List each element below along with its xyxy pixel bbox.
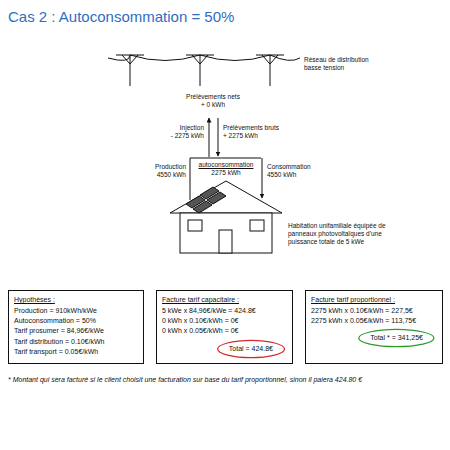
box-line: Tarif distribution = 0.10€/kWh (14, 337, 138, 347)
box-line: 2275 kWh x 0.05€/kWh = 113,75€ (311, 316, 437, 326)
box-line: Autoconsommation = 50% (14, 316, 138, 326)
total-oval: Total = 424.8€ (217, 340, 285, 358)
box-line: 5 kWe x 84,96€/kWe = 424.8€ (162, 306, 287, 316)
flow-label: Prélèvements bruts (223, 124, 303, 132)
box-line: Total = 424.8€ (229, 344, 273, 354)
box-line: 0 kWh x 0.10€/kWh = 0€ (162, 316, 287, 326)
flow-label: autoconsommation (193, 161, 259, 169)
network-label: Réseau de distribution basse tension (304, 56, 376, 72)
house (170, 181, 282, 253)
invoice-box: Facture tarif capacitaire :5 kWe x 84,96… (156, 290, 293, 364)
power-line (108, 55, 300, 86)
house-caption: Habitation unifamiliale équipée de panne… (288, 222, 408, 246)
box-heading: Facture tarif capacitaire : (162, 295, 287, 305)
oval-shape (359, 330, 434, 347)
title: Cas 2 : Autoconsommation = 50% (8, 8, 234, 27)
flow-label: Production (120, 163, 186, 171)
invoice-box: Facture tarif proportionnel :2275 kWh x … (305, 290, 443, 364)
oval-shape (217, 340, 284, 357)
box-line: Production = 910kWh/kWe (14, 306, 138, 316)
flow-label: Injection (140, 124, 204, 132)
box-line: Tarif transport = 0.05€/kWh (14, 347, 138, 357)
flow-label: Consommation (267, 163, 337, 171)
box-heading: Facture tarif proportionnel : (311, 295, 437, 305)
flow-value: 2275 kWh (193, 169, 259, 177)
flow-value: - 2275 kWh (140, 132, 204, 140)
flow-value: 4550 kWh (120, 171, 186, 179)
box-line: 2275 kWh x 0.10€/kWh = 227,5€ (311, 306, 437, 316)
box-heading: Hypothèses : (14, 295, 138, 305)
footnote: * Montant qui sera facturé si le client … (8, 376, 442, 385)
box-line: Total * = 341,25€ (370, 333, 423, 343)
flow-value: + 2275 kWh (223, 132, 303, 140)
box-line: Tarif prosumer = 84,96€/kWe (14, 326, 138, 336)
flow-label: Prélèvements nets (163, 93, 263, 101)
invoice-box: Hypothèses :Production = 910kWh/kWeAutoc… (8, 290, 144, 364)
total-oval: Total * = 341,25€ (358, 329, 435, 347)
box-line: 0 kWh x 0.05€/kWh = 0€ (162, 326, 287, 336)
flow-value: + 0 kWh (163, 101, 263, 109)
flow-value: 4550 kWh (267, 171, 337, 179)
